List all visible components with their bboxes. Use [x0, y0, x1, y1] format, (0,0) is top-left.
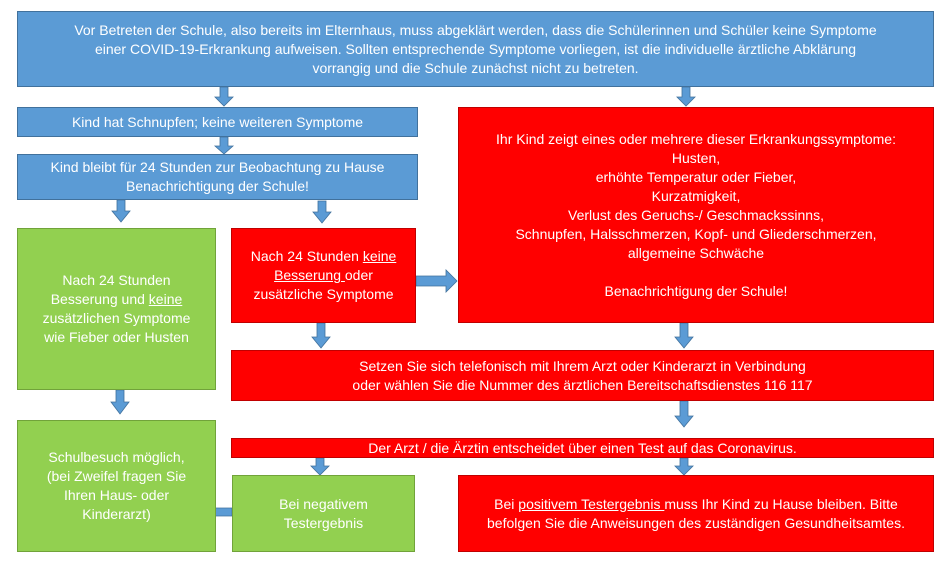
- top-info-box: Vor Betreten der Schule, also bereits im…: [17, 11, 934, 87]
- positiv-line-1-b: muss Ihr Kind zu Hause bleiben. Bitte: [664, 495, 898, 512]
- keine-besserung-box: Nach 24 Stunden keine Besserung oder zus…: [231, 228, 416, 323]
- besserung-line-4: wie Fieber oder Husten: [44, 329, 189, 345]
- schulbesuch-line-1: Schulbesuch möglich,: [48, 449, 185, 465]
- schnupfen-box: Kind hat Schnupfen; keine weiteren Sympt…: [17, 107, 418, 137]
- arzt-line-2: oder wählen Sie die Nummer des ärztliche…: [352, 376, 813, 393]
- arrow-down-test-to-positiv: [674, 457, 694, 476]
- schnupfen-text: Kind hat Schnupfen; keine weiteren Sympt…: [71, 113, 364, 130]
- beobachtung-line-2: Benachrichtigung der Schule!: [126, 178, 309, 194]
- keine-besserung-line-1-text: Nach 24 Stunden: [250, 248, 363, 264]
- arrow-down-symptoms-to-arzt: [674, 322, 694, 349]
- schulbesuch-line-2: (bei Zweifel fragen Sie: [46, 468, 187, 484]
- positiv-underlined: positivem Testergebnis: [518, 495, 665, 512]
- besserung-underlined: Besserung: [274, 267, 345, 283]
- besserung-keine-underlined: keine: [148, 291, 183, 307]
- test-box: Der Arzt / die Ärztin entscheidet über e…: [231, 438, 934, 458]
- keine-besserung-line-2-text: oder: [344, 267, 373, 283]
- arrow-down-keine-besserung-to-arzt: [311, 322, 331, 349]
- arrow-down-top-to-symptoms: [676, 86, 696, 107]
- besserung-line-1: Nach 24 Stunden: [62, 272, 171, 288]
- symptom-item: Husten,: [671, 149, 721, 166]
- test-text: Der Arzt / die Ärztin entscheidet über e…: [368, 439, 797, 456]
- besserung-box: Nach 24 Stunden Besserung und keine zusä…: [17, 228, 216, 390]
- positiv-box: Bei positivem Testergebnis muss Ihr Kind…: [458, 475, 934, 552]
- schulbesuch-line-3: Ihren Haus- oder: [63, 487, 170, 503]
- symptom-item: Kurzatmigkeit,: [651, 187, 741, 204]
- keine-besserung-line-2: Besserung oder: [274, 266, 373, 285]
- arrow-down-beobachtung-to-besserung: [111, 199, 131, 223]
- symptom-item: erhöhte Temperatur oder Fieber,: [595, 168, 797, 185]
- symptom-item: allgemeine Schwäche: [627, 244, 765, 261]
- arrow-down-test-to-negativ: [310, 457, 330, 476]
- symptoms-notice: Benachrichtigung der Schule!: [604, 282, 788, 299]
- symptom-item: Schnupfen, Halsschmerzen, Kopf- und Glie…: [515, 225, 877, 242]
- keine-underlined: keine: [362, 248, 397, 264]
- arrow-down-arzt-to-test: [674, 400, 694, 428]
- arrow-down-beobachtung-to-keine-besserung: [312, 200, 332, 224]
- arrow-down-besserung-to-schulbesuch: [110, 389, 130, 415]
- besserung-line-3: zusätzlichen Symptome: [42, 310, 191, 326]
- positiv-line-1-a: Bei: [494, 495, 519, 512]
- symptoms-intro: Ihr Kind zeigt eines oder mehrere dieser…: [496, 130, 896, 147]
- beobachtung-box: Kind bleibt für 24 Stunden zur Beobachtu…: [17, 154, 418, 200]
- beobachtung-line-1: Kind bleibt für 24 Stunden zur Beobachtu…: [50, 159, 385, 175]
- positiv-line-1: Bei positivem Testergebnis muss Ihr Kind…: [494, 495, 898, 514]
- top-info-line-2: einer COVID-19-Erkrankung aufweisen. Sol…: [94, 40, 857, 57]
- arrow-right-keine-besserung-to-symptoms: [415, 269, 458, 293]
- keine-besserung-line-1: Nach 24 Stunden keine: [251, 247, 397, 266]
- top-info-line-1: Vor Betreten der Schule, also bereits im…: [74, 21, 877, 38]
- negativ-line-2: Testergebnis: [283, 514, 364, 531]
- arrow-down-schnupfen-to-beobachtung: [213, 136, 235, 155]
- besserung-line-2: Besserung und keine: [51, 290, 183, 309]
- symptoms-box: Ihr Kind zeigt eines oder mehrere dieser…: [458, 107, 934, 323]
- arrow-down-top-to-schnupfen: [214, 86, 234, 107]
- schulbesuch-line-4: Kinderarzt): [82, 506, 151, 522]
- positiv-line-2: befolgen Sie die Anweisungen des zuständ…: [487, 514, 905, 531]
- negativ-line-1: Bei negativem: [279, 495, 368, 512]
- symptom-item: Verlust des Geruchs-/ Geschmackssinns,: [568, 206, 824, 223]
- schulbesuch-box: Schulbesuch möglich, (bei Zweifel fragen…: [17, 420, 216, 552]
- besserung-line-2-text: Besserung und: [50, 291, 149, 307]
- negativ-box: Bei negativem Testergebnis: [232, 475, 415, 552]
- top-info-line-3: vorrangig und die Schule zunächst nicht …: [312, 59, 639, 76]
- arzt-box: Setzen Sie sich telefonisch mit Ihrem Ar…: [231, 350, 934, 401]
- arzt-line-1: Setzen Sie sich telefonisch mit Ihrem Ar…: [359, 357, 806, 374]
- keine-besserung-line-3: zusätzliche Symptome: [253, 286, 394, 302]
